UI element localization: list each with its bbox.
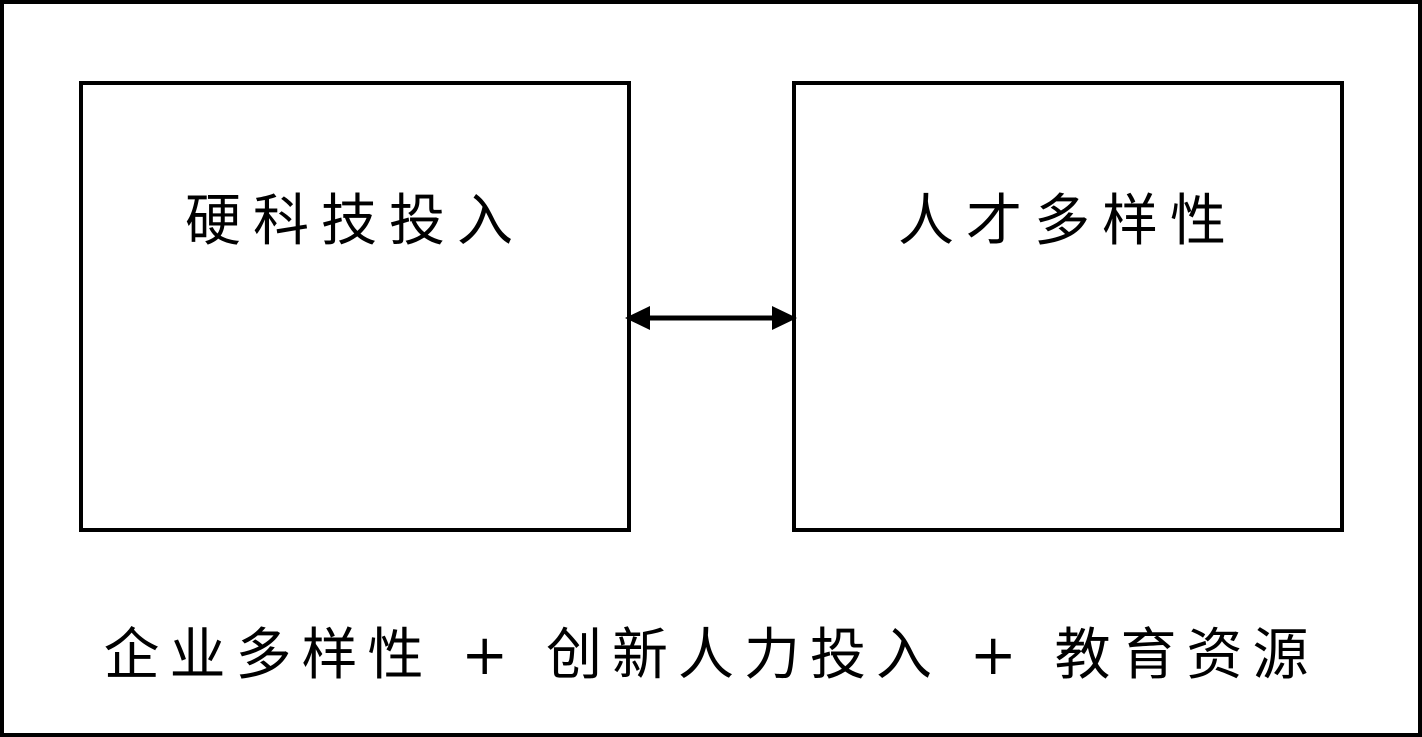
diagram-caption: 企业多样性 + 创新人力投入 + 教育资源 — [103, 623, 1319, 688]
arrow-head-right — [772, 306, 797, 330]
bidirectional-arrow — [625, 306, 797, 330]
node-label-talent-diversity: 人才多样性 — [898, 189, 1238, 254]
node-label-hard-tech-investment: 硬科技投入 — [185, 189, 525, 254]
arrow-head-left — [625, 306, 650, 330]
node-talent-diversity: 人才多样性 — [792, 81, 1344, 532]
node-hard-tech-investment: 硬科技投入 — [79, 81, 631, 532]
